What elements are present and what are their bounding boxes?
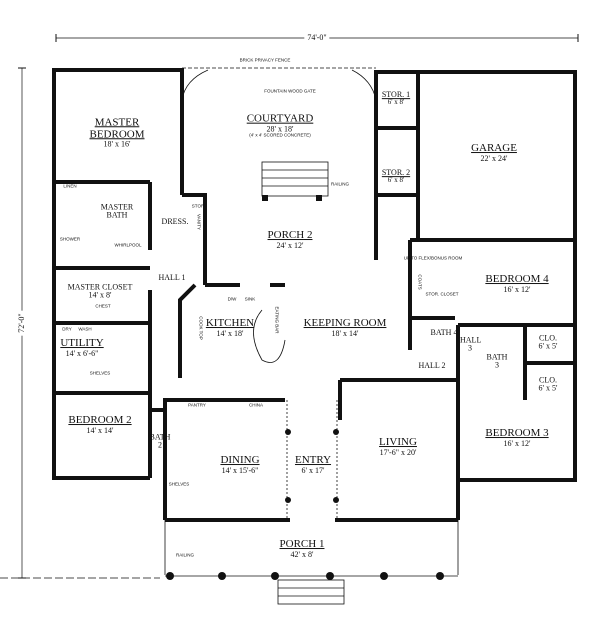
room-hall-3: HALL 3 xyxy=(460,335,482,353)
room-name: UTILITY xyxy=(60,337,104,350)
note-chest: CHEST xyxy=(95,303,111,309)
room-name: MASTER CLOSET xyxy=(67,282,133,292)
room-bath-4: BATH 4 xyxy=(430,327,458,337)
room-closet-1: CLO.6' x 5' xyxy=(538,333,558,352)
note-coats: COATS xyxy=(417,274,423,290)
room-size: 14' x 18' xyxy=(216,328,244,338)
room-size: 6' x 5' xyxy=(538,342,558,351)
note-shower: SHOWER xyxy=(59,236,81,242)
room-name: PORCH 1 xyxy=(279,538,325,551)
room-name: BEDROOM 3 xyxy=(485,427,549,440)
room-size: 18' x 16' xyxy=(103,139,131,149)
room-size: 42' x 8' xyxy=(290,549,314,559)
room-name: KEEPING ROOM xyxy=(303,317,387,330)
note-stor: STOR xyxy=(191,203,205,209)
room-size: 16' x 12' xyxy=(503,284,531,294)
room-size: 28' x 18' xyxy=(266,124,294,134)
note-vanity: VANITY xyxy=(196,214,202,230)
room-name: CLO. xyxy=(538,333,557,343)
room-name: BEDROOM 2 xyxy=(68,414,132,427)
room-master-bath: MASTER BATH xyxy=(100,202,134,220)
note-fence: BRICK PRIVACY FENCE xyxy=(239,57,291,63)
room-name: BEDROOM 4 xyxy=(485,273,549,286)
note-dw: D/W xyxy=(227,296,237,302)
room-size: 24' x 12' xyxy=(276,240,304,250)
note-cooktop: COOK TOP xyxy=(198,316,204,340)
width-dimension: 74'-0" xyxy=(304,33,330,43)
room-hall-1: HALL 1 xyxy=(158,272,186,282)
room-dress: DRESS. xyxy=(161,216,189,226)
depth-dimension: 72'-0" xyxy=(17,310,27,336)
note-pantry: PANTRY xyxy=(188,402,206,408)
note-dry: DRY xyxy=(62,326,72,332)
room-closet-2: CLO.6' x 5' xyxy=(538,375,558,394)
room-hall-2: HALL 2 xyxy=(418,360,446,370)
room-size: 6' x 17' xyxy=(301,465,325,475)
note-flex-room: UP TO FLEX/BONUS ROOM xyxy=(403,255,463,261)
note-china: CHINA xyxy=(248,402,264,408)
note-whirlpool: WHIRLPOOL xyxy=(114,242,142,248)
room-name: KITCHEN xyxy=(205,317,255,330)
note-stor-closet: STOR. CLOSET xyxy=(425,291,459,297)
room-size: 17'-6" x 20' xyxy=(379,447,417,457)
room-name: LIVING xyxy=(379,436,417,449)
room-name: COURTYARD xyxy=(246,112,314,125)
room-size: 6' x 8' xyxy=(387,176,405,185)
room-name: ENTRY xyxy=(294,454,332,467)
note-shelves: SHELVES xyxy=(89,370,111,376)
room-size: 14' x 14' xyxy=(86,425,114,435)
note-shelves-2: SHELVES xyxy=(168,481,190,487)
room-name: DINING xyxy=(220,454,260,467)
room-size: 14' x 6'-6" xyxy=(65,348,99,358)
room-name: GARAGE xyxy=(471,142,517,155)
note-sink: SINK xyxy=(244,296,256,302)
room-size: 14' x 15'-6" xyxy=(221,465,259,475)
note-railing: RAILING xyxy=(330,181,350,187)
note-eating-bar: EATING BAR xyxy=(274,306,280,334)
room-size: 18' x 14' xyxy=(331,328,359,338)
room-name: STOR. 2 xyxy=(381,168,411,178)
room-bath-3: BATH 3 xyxy=(486,352,508,370)
room-name: CLO. xyxy=(538,375,557,385)
room-size: 6' x 8' xyxy=(387,98,405,107)
room-name: STOR. 1 xyxy=(381,90,411,100)
room-note: (4' x 4' SCORED CONCRETE) xyxy=(249,132,311,138)
room-size: 22' x 24' xyxy=(480,153,508,163)
room-size: 6' x 5' xyxy=(538,384,558,393)
note-wash: WASH xyxy=(78,326,92,332)
note-gate: FOUNTAIN WOOD GATE xyxy=(264,88,316,94)
room-name: PORCH 2 xyxy=(267,229,313,242)
note-railing-porch: RAILING xyxy=(175,552,195,558)
room-name: MASTER BEDROOM xyxy=(89,116,145,140)
room-size: 16' x 12' xyxy=(503,438,531,448)
note-linen: LINEN xyxy=(63,183,77,189)
room-size: 14' x 8' xyxy=(88,291,112,300)
room-bath-2: BATH 2 xyxy=(149,432,171,450)
